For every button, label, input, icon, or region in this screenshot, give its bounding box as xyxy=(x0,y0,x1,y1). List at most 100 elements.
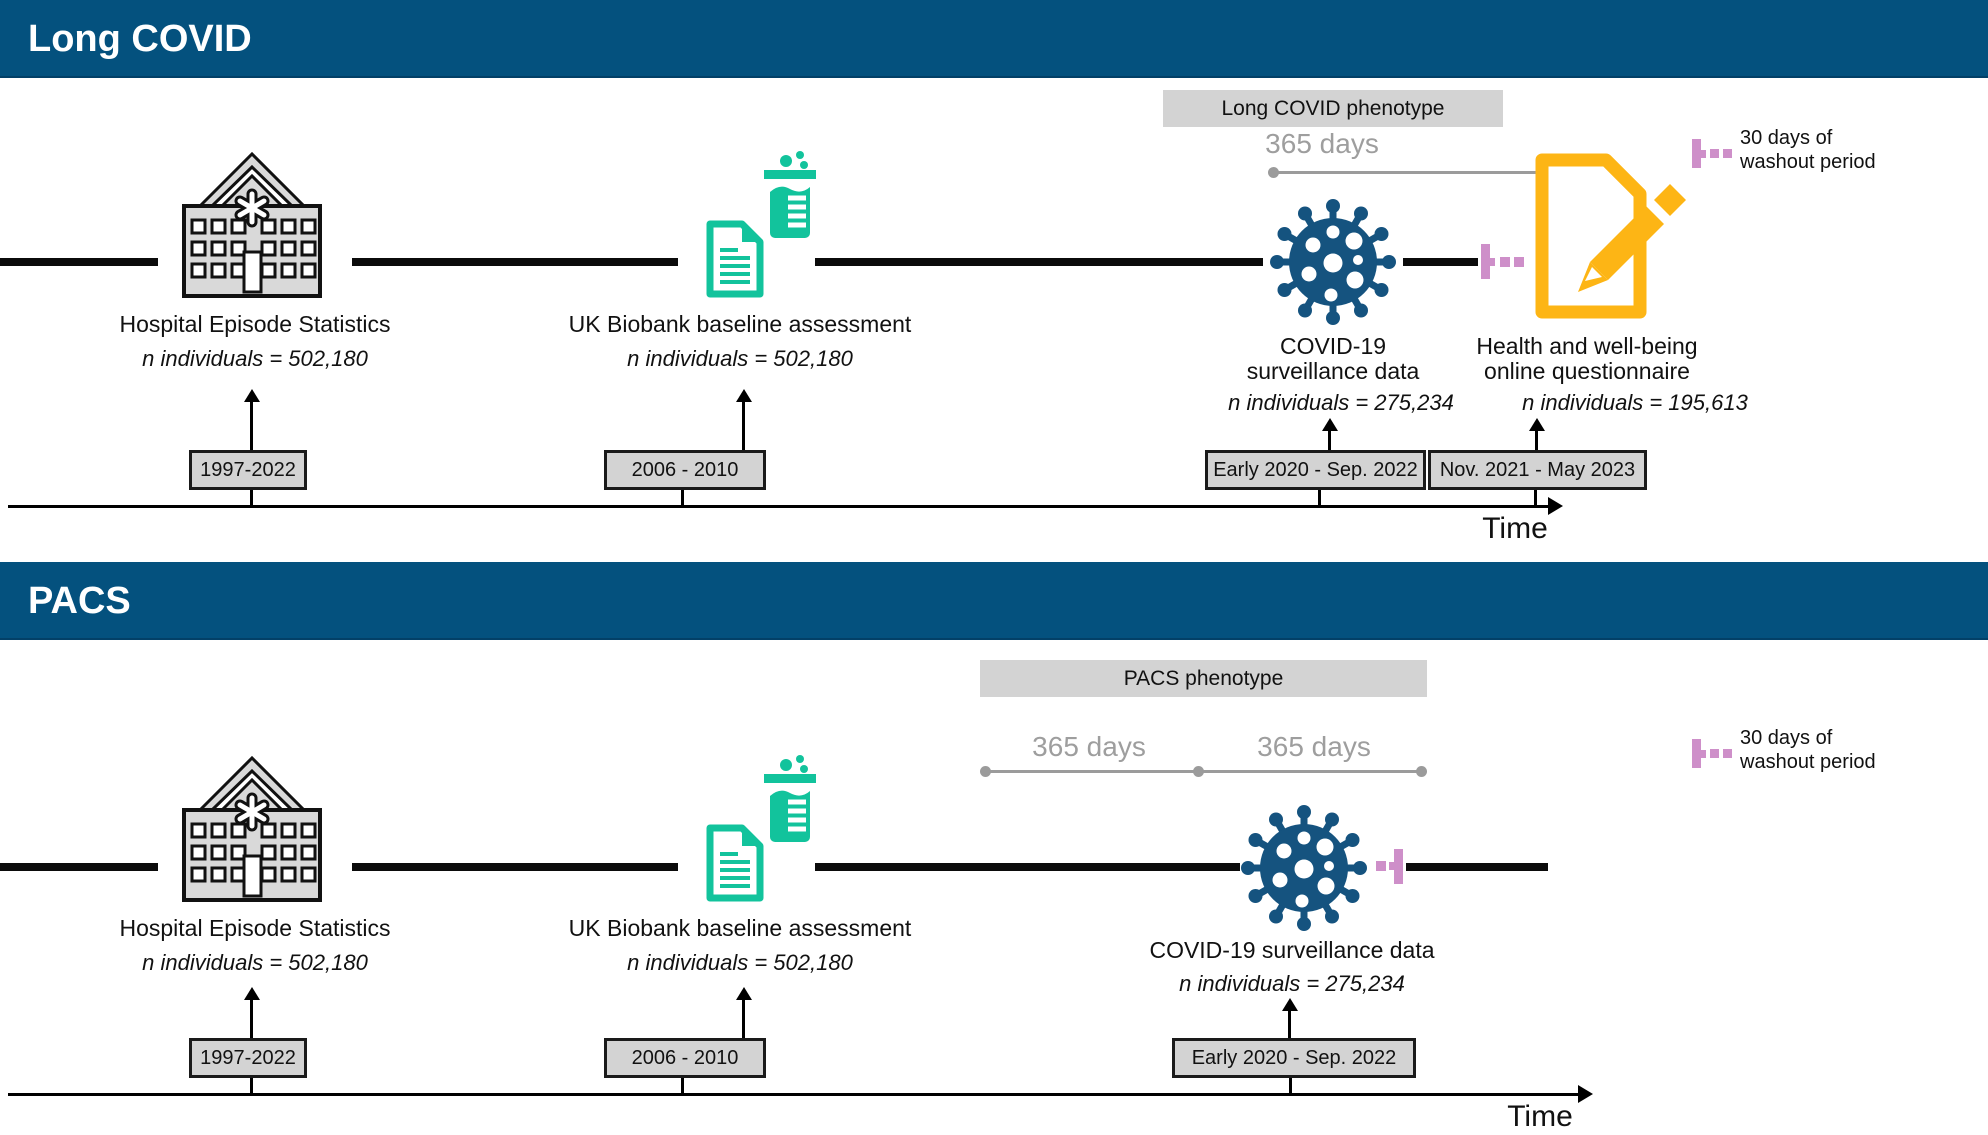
date-range-box: Early 2020 - Sep. 2022 xyxy=(1205,450,1426,490)
n-individuals-label: n individuals = 195,613 xyxy=(1522,390,1748,415)
legend-line1: 30 days of xyxy=(1740,727,1833,749)
timeline-segment xyxy=(0,863,158,871)
span-365-label: 365 days xyxy=(1032,731,1146,762)
long-covid-banner: Long COVID xyxy=(0,0,1988,78)
legend-washout-text: 30 days of washout period xyxy=(1740,126,1960,174)
up-arrow-shaft xyxy=(742,401,745,450)
span-dot-left xyxy=(1268,167,1279,178)
span-dot-right xyxy=(1416,766,1427,777)
event-title: Hospital Episode Statistics xyxy=(119,915,391,941)
up-arrow-head xyxy=(244,389,260,402)
span-dot-left xyxy=(980,766,991,777)
date-range-box: 2006 - 2010 xyxy=(604,1038,766,1078)
up-arrow-head xyxy=(736,987,752,1000)
event-title: UK Biobank baseline assessment xyxy=(568,915,912,941)
legend-washout-bar xyxy=(1692,739,1701,768)
phenotype-label: Long COVID phenotype xyxy=(1221,97,1445,120)
legend-washout-text: 30 days of washout period xyxy=(1740,726,1960,774)
timeline-segment xyxy=(352,863,678,871)
timeline-segment xyxy=(352,258,678,266)
legend-washout-dash xyxy=(1723,749,1732,758)
washout-marker-stub xyxy=(1490,258,1495,266)
legend-washout-stub xyxy=(1701,150,1706,158)
box-axis-connector xyxy=(250,1078,253,1094)
event-title: Hospital Episode Statistics xyxy=(119,311,391,337)
time-axis-arrowhead xyxy=(1548,497,1563,515)
virus-icon xyxy=(1241,805,1367,931)
up-arrow-head xyxy=(1322,418,1338,431)
legend-washout-dash xyxy=(1723,149,1732,158)
event-title: COVID-19 surveillance data xyxy=(1149,937,1435,963)
pacs-phenotype-bar: PACS phenotype xyxy=(980,660,1427,697)
box-axis-connector xyxy=(681,1078,684,1094)
event-title: online questionnaire xyxy=(1484,358,1690,384)
date-range-box: 1997-2022 xyxy=(189,1038,307,1078)
virus-icon xyxy=(1270,199,1396,325)
washout-marker-dash xyxy=(1514,257,1524,267)
legend-washout-stub xyxy=(1701,750,1706,758)
box-axis-connector xyxy=(1534,490,1537,506)
date-range-box: Nov. 2021 - May 2023 xyxy=(1428,450,1647,490)
legend-washout-bar xyxy=(1692,139,1701,168)
event-title: COVID-19 xyxy=(1279,333,1387,359)
up-arrow-shaft xyxy=(250,401,253,450)
date-range-box: 1997-2022 xyxy=(189,450,307,490)
washout-marker-stub xyxy=(1389,862,1394,870)
timeline-segment xyxy=(1406,863,1548,871)
washout-marker-dash xyxy=(1500,257,1510,267)
questionnaire-pencil-icon xyxy=(1535,153,1686,319)
long-covid-phenotype-bar: Long COVID phenotype xyxy=(1163,90,1503,127)
up-arrow-shaft xyxy=(742,999,745,1038)
event-title: Health and well-being xyxy=(1476,333,1698,359)
up-arrow-head xyxy=(736,389,752,402)
n-individuals-label: n individuals = 275,234 xyxy=(1228,390,1454,415)
legend-washout-dash xyxy=(1710,149,1719,158)
date-range-box: 2006 - 2010 xyxy=(604,450,766,490)
up-arrow-head xyxy=(1529,418,1545,431)
box-axis-connector xyxy=(681,490,684,506)
span-365-line xyxy=(1273,171,1576,174)
legend-washout-dash xyxy=(1710,749,1719,758)
time-axis xyxy=(8,1093,1578,1096)
n-individuals-label: n individuals = 502,180 xyxy=(627,346,853,371)
legend-line1: 30 days of xyxy=(1740,127,1833,149)
up-arrow-shaft xyxy=(1535,430,1538,450)
box-axis-connector xyxy=(1318,490,1321,506)
event-title: UK Biobank baseline assessment xyxy=(568,311,912,337)
date-range-box: Early 2020 - Sep. 2022 xyxy=(1172,1038,1416,1078)
n-individuals-label: n individuals = 502,180 xyxy=(142,346,368,371)
time-axis-label: Time xyxy=(1482,512,1548,545)
washout-marker-bar xyxy=(1394,849,1403,884)
n-individuals-label: n individuals = 502,180 xyxy=(627,950,853,975)
event-title: surveillance data xyxy=(1246,358,1420,384)
up-arrow-shaft xyxy=(1328,430,1331,450)
time-axis-label: Time xyxy=(1507,1100,1573,1133)
washout-marker-dash xyxy=(1376,861,1386,871)
span-365-label: 365 days xyxy=(1265,128,1379,159)
up-arrow-shaft xyxy=(250,999,253,1038)
biobank-document-beaker-icon xyxy=(706,755,816,902)
n-individuals-label: n individuals = 275,234 xyxy=(1179,971,1405,996)
timeline-segment xyxy=(1403,258,1478,266)
box-axis-connector xyxy=(1289,1078,1292,1094)
box-axis-connector xyxy=(250,490,253,506)
up-arrow-head xyxy=(1282,998,1298,1011)
up-arrow-shaft xyxy=(1288,1010,1291,1038)
span-365-label: 365 days xyxy=(1257,731,1371,762)
time-axis-arrowhead xyxy=(1578,1085,1593,1103)
timeline-segment xyxy=(815,863,1240,871)
n-individuals-label: n individuals = 502,180 xyxy=(142,950,368,975)
hospital-icon xyxy=(182,755,322,902)
washout-marker-bar xyxy=(1481,244,1490,279)
timeline-segment xyxy=(815,258,1263,266)
long-covid-banner-title: Long COVID xyxy=(28,18,252,60)
hospital-icon xyxy=(182,151,322,298)
long-covid-section: Long COVID Long COVID phenotype 365 days… xyxy=(0,0,1988,562)
pacs-banner-title: PACS xyxy=(28,580,131,622)
span-dot-middle xyxy=(1193,766,1204,777)
phenotype-label: PACS phenotype xyxy=(1123,667,1284,690)
pacs-banner: PACS xyxy=(0,562,1988,640)
legend-line2: washout period xyxy=(1740,751,1876,773)
timeline-segment xyxy=(0,258,158,266)
